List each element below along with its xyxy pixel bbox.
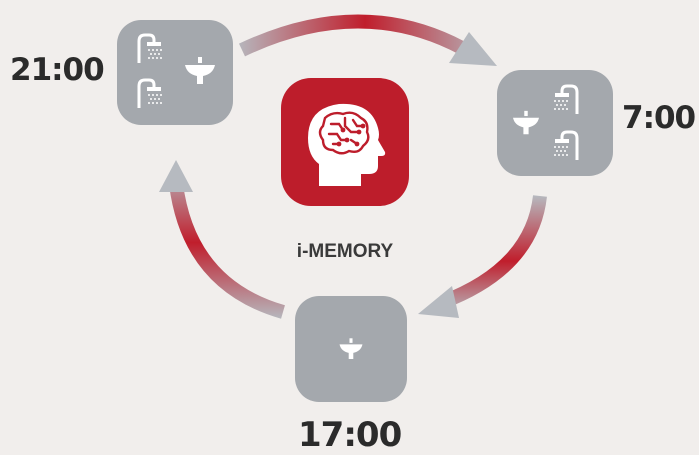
node-afternoon [295,296,407,402]
brain-head-graphic [308,103,386,186]
node-evening [117,20,233,125]
arrow-afternoon-to-evening [159,160,285,319]
arrow-morning-to-afternoon [418,195,547,318]
shower-icon [137,78,162,108]
brain-head-icon [281,78,409,206]
shower-icon [554,84,579,114]
sink-icon [185,57,215,84]
center-label: i-MEMORY [296,241,394,262]
shower-icon [137,33,162,63]
arrow-evening-to-morning [239,14,497,66]
shower-icon [554,130,579,160]
time-label-evening: 21:00 [10,52,105,88]
time-label-morning: 7:00 [622,100,696,136]
sink-icon [339,338,363,359]
sink-icon [513,110,539,135]
node-morning [497,70,613,176]
time-label-afternoon: 17:00 [298,415,402,455]
